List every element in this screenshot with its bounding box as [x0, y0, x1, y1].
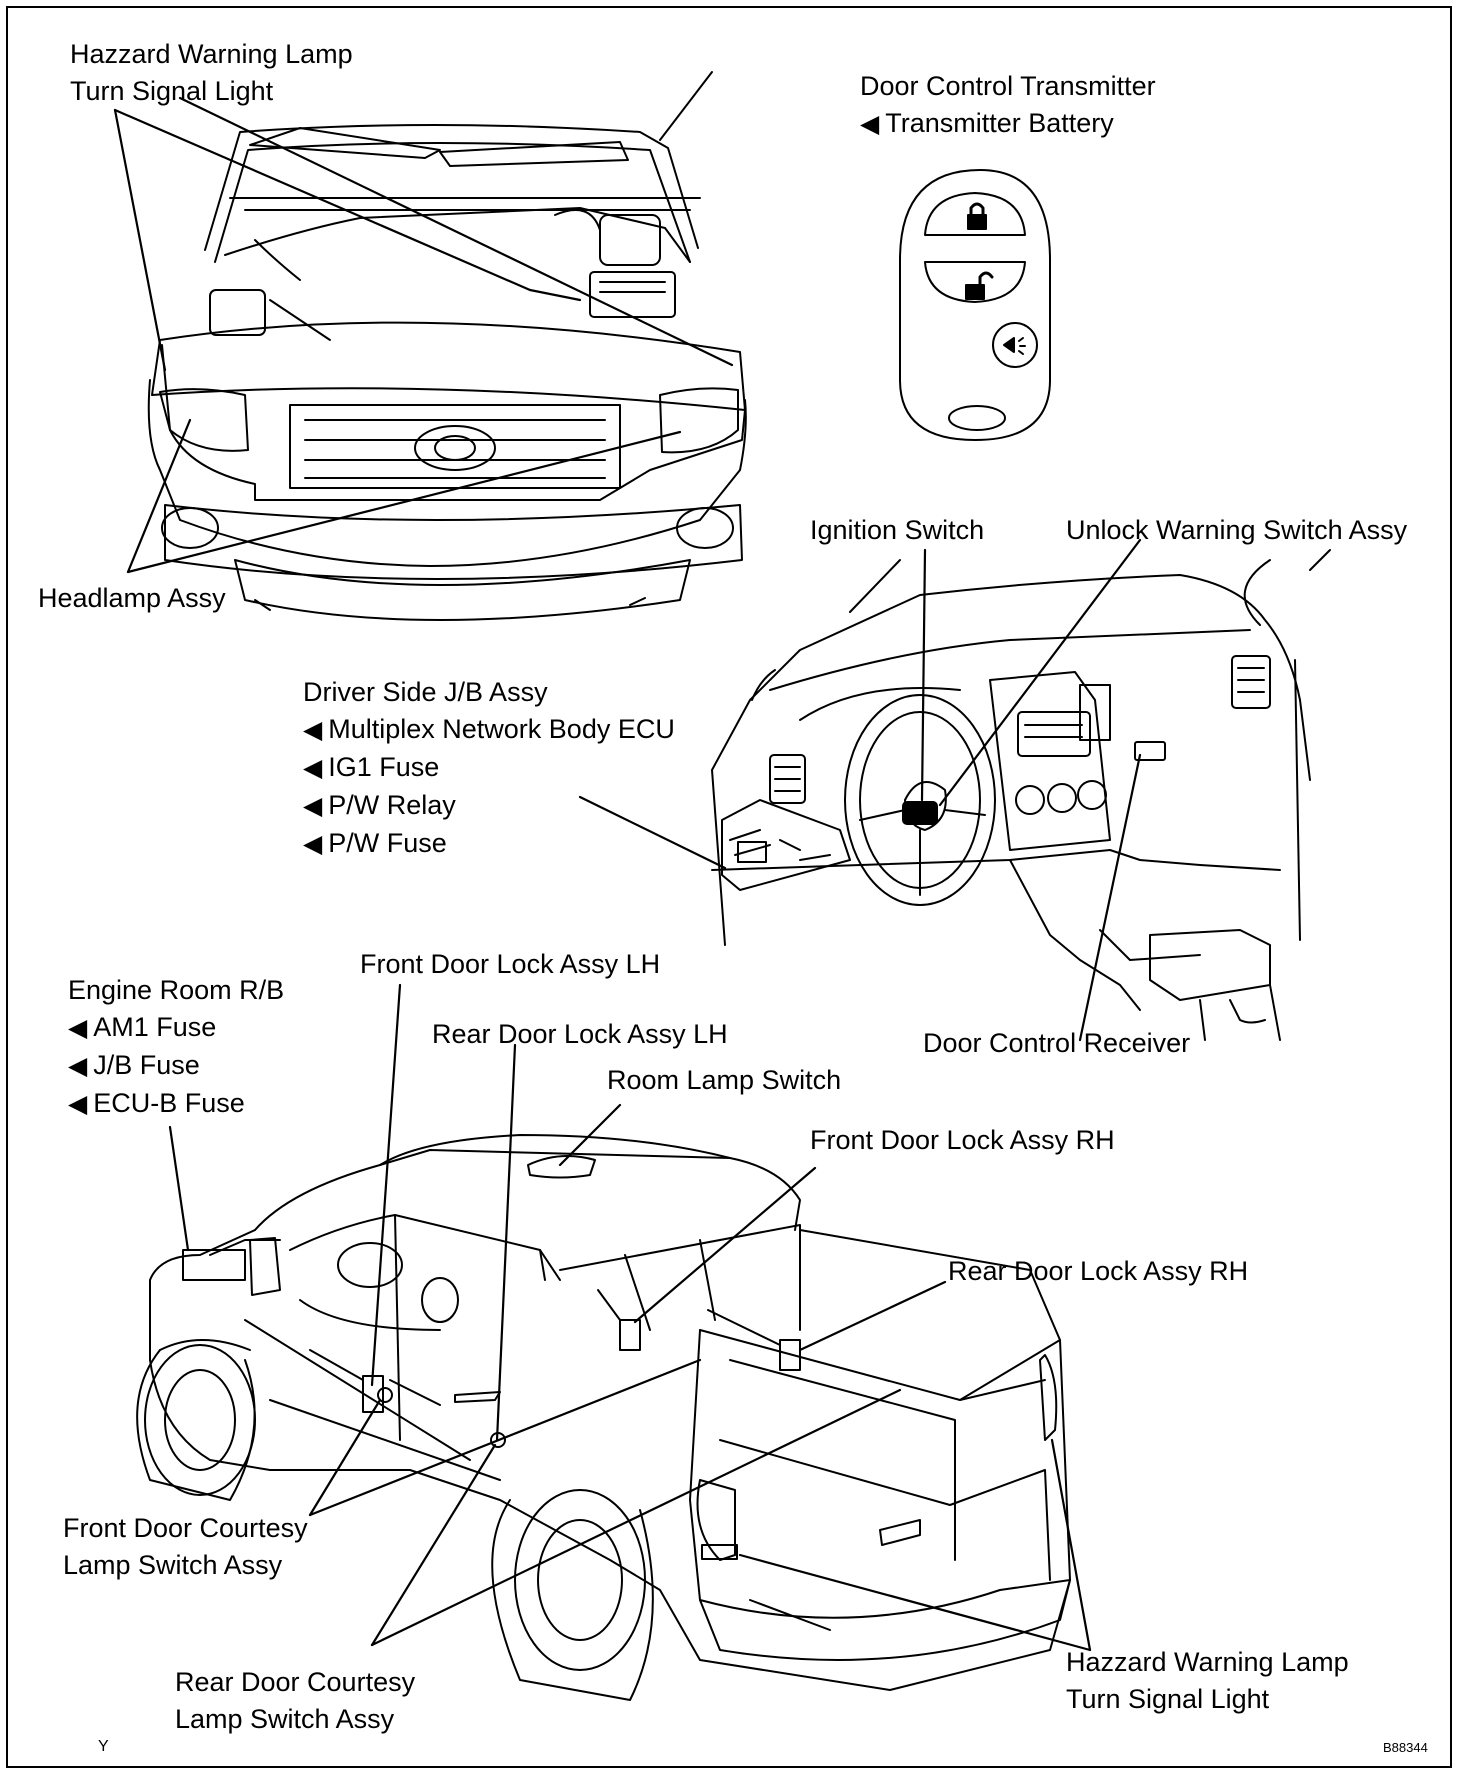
- figure-code: B88344: [1383, 1740, 1428, 1755]
- panic-icon: [1003, 337, 1026, 355]
- right-vent: [1231, 655, 1271, 709]
- label-door-control-receiver: Door Control Receiver: [923, 1028, 1191, 1058]
- label-unlock-warning: Unlock Warning Switch Assy: [1066, 515, 1408, 545]
- label-line: Lamp Switch Assy: [175, 1704, 395, 1734]
- label-headlamp: Headlamp Assy: [38, 583, 226, 613]
- label-line: Hazzard Warning Lamp: [1066, 1647, 1349, 1677]
- rear-bumper: [699, 1579, 1071, 1661]
- label-rear-courtesy: Rear Door Courtesy Lamp Switch Assy: [175, 1664, 415, 1738]
- label-sub-item: Multiplex Network Body ECU: [303, 711, 675, 749]
- label-sub-item: ECU-B Fuse: [68, 1085, 284, 1123]
- side-mirror: [249, 1237, 281, 1296]
- front-door-lock-rh-part: [619, 1319, 641, 1351]
- label-line: Driver Side J/B Assy: [303, 677, 548, 707]
- label-line: Hazzard Warning Lamp: [70, 39, 353, 69]
- label-sub-item: Transmitter Battery: [860, 105, 1156, 143]
- label-line: Lamp Switch Assy: [63, 1550, 283, 1580]
- leader-lines: [113, 96, 1142, 1652]
- tail-lamp-right: [1039, 1354, 1058, 1441]
- label-ignition-switch: Ignition Switch: [810, 515, 985, 545]
- lock-button: [924, 192, 1026, 236]
- label-hazard-front: Hazzard Warning Lamp Turn Signal Light: [70, 36, 353, 110]
- unlock-button: [924, 261, 1026, 303]
- door-control-receiver-part: [1134, 741, 1166, 761]
- rear-door-handle: [454, 1391, 501, 1403]
- front-wheel: [144, 1344, 256, 1496]
- label-sub-item: AM1 Fuse: [68, 1009, 284, 1047]
- ignition-switch-part: [902, 801, 938, 825]
- center-stack: [989, 671, 1111, 851]
- label-rear-door-lock-rh: Rear Door Lock Assy RH: [948, 1256, 1249, 1286]
- label-engine-room-rb: Engine Room R/B AM1 Fuse J/B Fuse ECU-B …: [68, 972, 284, 1123]
- footer-left-mark: Y: [98, 1738, 109, 1755]
- label-hazard-rear: Hazzard Warning Lamp Turn Signal Light: [1066, 1644, 1349, 1718]
- rear-door-lock-rh-part: [779, 1339, 801, 1371]
- label-rear-door-lock-lh: Rear Door Lock Assy LH: [432, 1019, 728, 1049]
- label-driver-jb: Driver Side J/B Assy Multiplex Network B…: [303, 674, 675, 863]
- rear-view-truck: [136, 1134, 1071, 1701]
- label-sub-item: P/W Fuse: [303, 825, 675, 863]
- front-view-truck: [147, 71, 747, 621]
- diagram-frame: [6, 6, 1452, 1768]
- label-front-door-lock-rh: Front Door Lock Assy RH: [810, 1125, 1115, 1155]
- left-vent: [769, 754, 806, 804]
- tail-lamp-left: [696, 1479, 736, 1561]
- lock-icon: [967, 202, 987, 230]
- label-line: Front Door Courtesy: [63, 1513, 308, 1543]
- label-sub-item: IG1 Fuse: [303, 749, 675, 787]
- label-front-courtesy: Front Door Courtesy Lamp Switch Assy: [63, 1510, 308, 1584]
- grille: [289, 404, 621, 489]
- room-lamp-switch-part: [527, 1155, 596, 1179]
- battery-cover: [948, 405, 1006, 431]
- instrument-panel-view: [711, 549, 1331, 1041]
- label-line: Door Control Transmitter: [860, 71, 1156, 101]
- engine-room-rb-part: [182, 1249, 246, 1281]
- driver-side-jb-part: [721, 799, 851, 891]
- label-sub-item: P/W Relay: [303, 787, 675, 825]
- label-sub-item: J/B Fuse: [68, 1047, 284, 1085]
- center-console: [1149, 929, 1271, 1001]
- headlamp-left: [159, 388, 249, 452]
- label-transmitter: Door Control Transmitter Transmitter Bat…: [860, 68, 1156, 143]
- label-line: Turn Signal Light: [70, 76, 274, 106]
- unlock-icon: [965, 271, 994, 300]
- label-line: Engine Room R/B: [68, 975, 285, 1005]
- steering-wheel: [844, 694, 996, 906]
- front-courtesy-switch-part: [377, 1387, 393, 1403]
- label-room-lamp-switch: Room Lamp Switch: [607, 1065, 842, 1095]
- door-control-transmitter: [899, 169, 1051, 441]
- headlamp-right: [659, 387, 739, 454]
- rear-wheel: [514, 1489, 646, 1671]
- panic-button: [992, 322, 1038, 368]
- label-line: Turn Signal Light: [1066, 1684, 1270, 1714]
- label-line: Rear Door Courtesy: [175, 1667, 416, 1697]
- emblem: [414, 425, 496, 471]
- label-front-door-lock-lh: Front Door Lock Assy LH: [360, 949, 661, 979]
- tailgate-handle: [879, 1519, 921, 1546]
